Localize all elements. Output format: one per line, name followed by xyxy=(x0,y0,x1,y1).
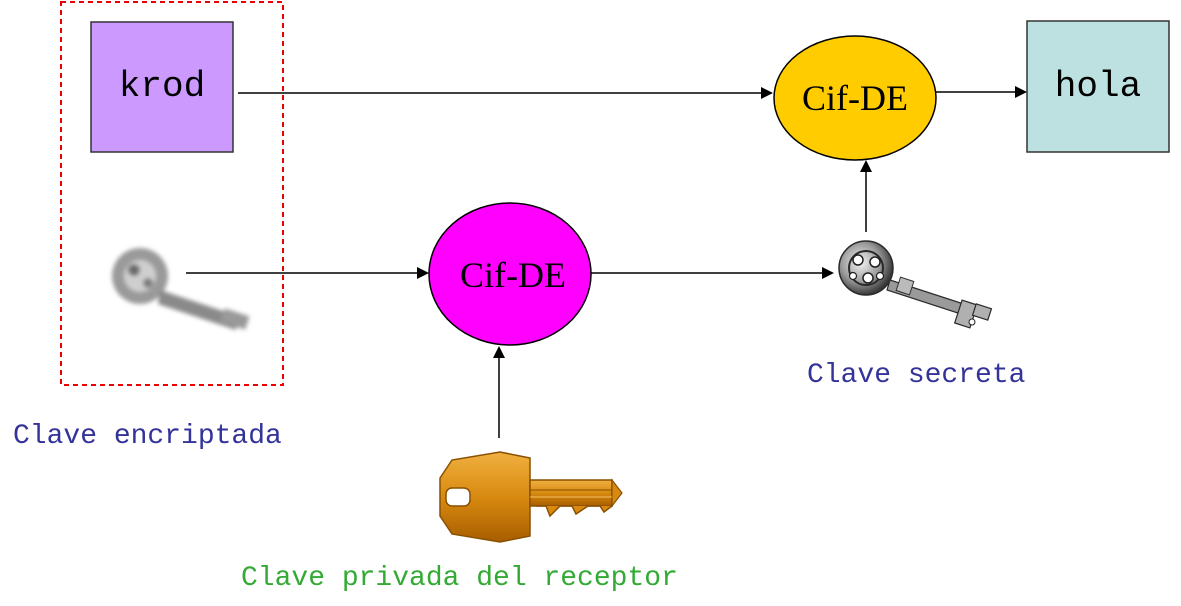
decrypt-node-bottom-label: Cif-DE xyxy=(460,255,566,295)
ciphertext-label: krod xyxy=(119,66,205,107)
private-key-caption: Clave privada del receptor xyxy=(241,563,678,594)
brass-key-icon xyxy=(439,451,623,543)
decrypt-node-bottom xyxy=(428,202,592,346)
ornate-key-icon xyxy=(838,240,993,329)
encrypted-key-caption: Clave encriptada xyxy=(13,421,282,452)
plaintext-box xyxy=(1026,20,1170,153)
blurred-key-icon xyxy=(112,248,250,330)
decrypt-node-top-label: Cif-DE xyxy=(802,78,908,118)
ciphertext-box xyxy=(90,21,234,153)
decrypt-node-top xyxy=(773,35,937,161)
plaintext-label: hola xyxy=(1055,66,1141,107)
encrypted-key-group-box xyxy=(60,1,284,386)
secret-key-caption: Clave secreta xyxy=(807,360,1025,391)
